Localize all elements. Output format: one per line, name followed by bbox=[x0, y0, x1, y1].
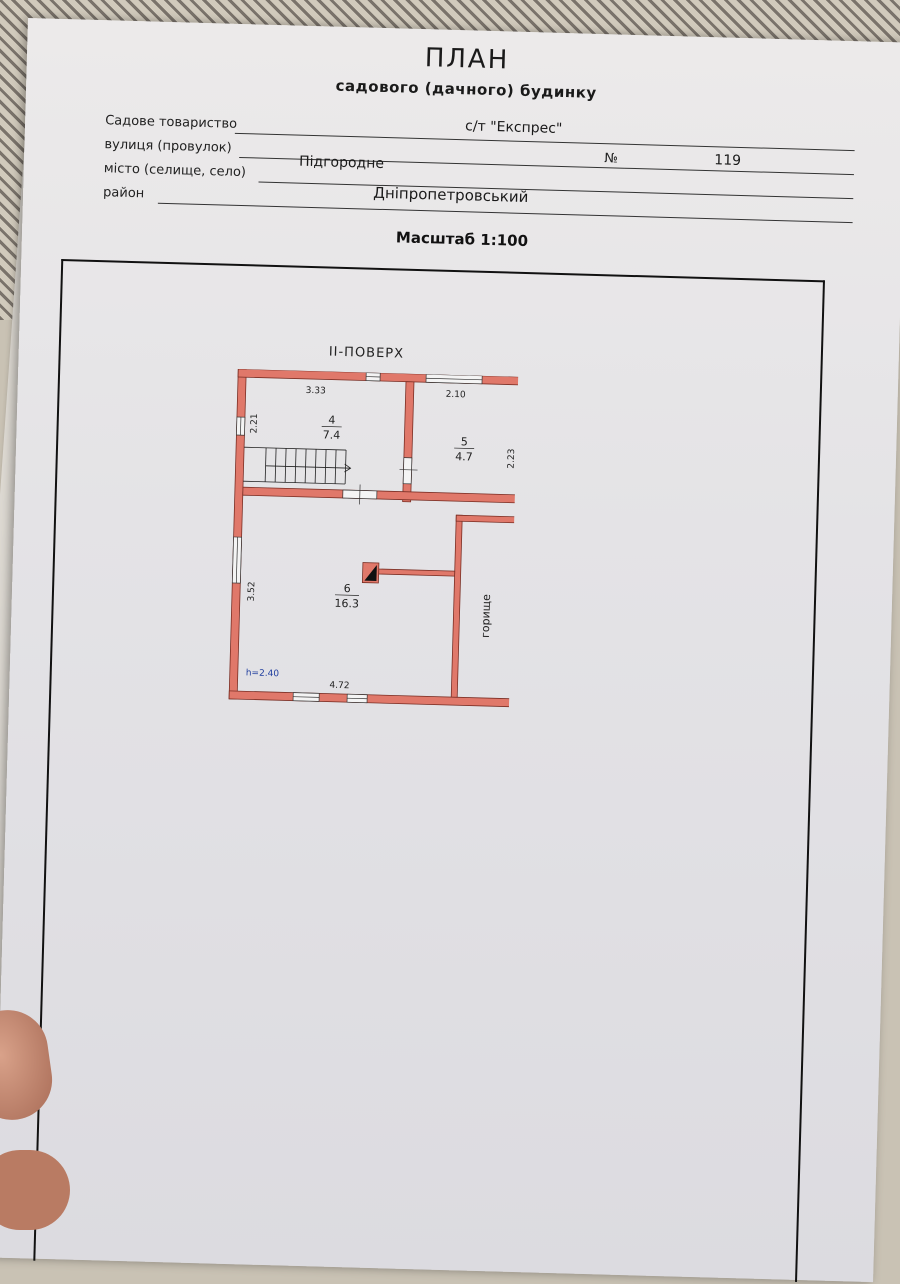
district-value: Дніпропетровський bbox=[373, 184, 529, 206]
scale-label: Масштаб 1:100 bbox=[22, 218, 900, 261]
room-4-number: 4 bbox=[328, 414, 335, 427]
district-label: район bbox=[103, 185, 145, 201]
document-page: ПЛАН садового (дачного) будинку Садове т… bbox=[0, 18, 900, 1282]
wall-partition-horizontal bbox=[243, 487, 518, 503]
society-value: с/т "Експрес" bbox=[465, 118, 563, 137]
city-value: Підгородне bbox=[299, 154, 384, 172]
door-room5 bbox=[403, 458, 412, 484]
dim-left-lower: 3.52 bbox=[247, 581, 258, 601]
floor-label: II-ПОВЕРХ bbox=[329, 345, 405, 362]
room-6-number: 6 bbox=[344, 582, 351, 595]
room-5-area: 4.7 bbox=[455, 450, 473, 463]
room-4-area: 7.4 bbox=[323, 428, 341, 441]
society-label: Садове товариство bbox=[105, 113, 237, 132]
street-label: вулиця (провулок) bbox=[104, 137, 232, 156]
height-label: h=2.40 bbox=[246, 668, 280, 679]
number-value: 119 bbox=[714, 152, 741, 169]
dim-top-left: 3.33 bbox=[306, 386, 326, 397]
room-6-area: 16.3 bbox=[334, 597, 359, 611]
city-label: місто (селище, село) bbox=[104, 161, 247, 180]
number-label: № bbox=[604, 151, 618, 166]
attic-label: горище bbox=[479, 594, 493, 638]
form-line bbox=[158, 203, 853, 223]
wall-partition-attic bbox=[451, 515, 462, 697]
dim-left-upper: 2.21 bbox=[249, 413, 260, 433]
dim-top-right: 2.10 bbox=[446, 390, 467, 401]
dim-right-upper: 2.23 bbox=[507, 449, 518, 469]
wall-partition-attic-top bbox=[456, 515, 518, 523]
staircase bbox=[243, 447, 351, 484]
room-5-number: 5 bbox=[461, 435, 468, 448]
wall-bottom bbox=[229, 691, 518, 707]
wall-chimney-connector bbox=[378, 569, 455, 576]
dim-bottom: 4.72 bbox=[329, 681, 349, 692]
floor-plan: 3.33 2.10 2.21 2.23 3.52 4.72 h=2.40 4 7… bbox=[188, 368, 518, 737]
